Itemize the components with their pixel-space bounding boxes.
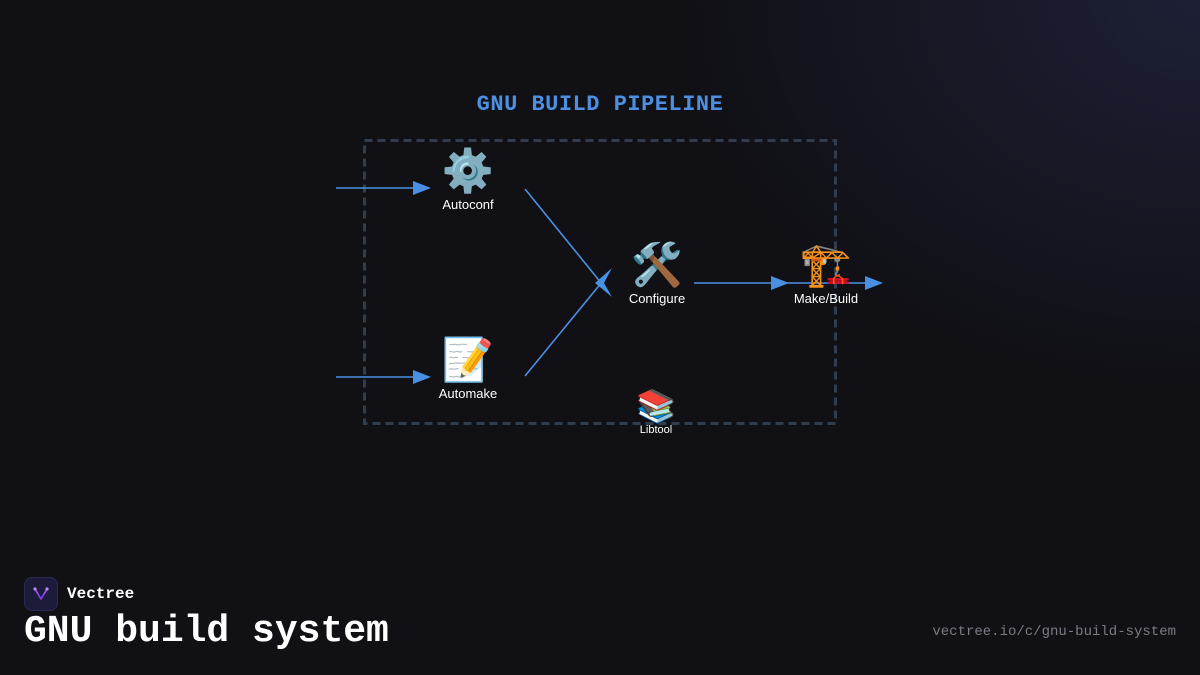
edge-configure-arrowhead — [595, 268, 612, 297]
node-libtool: 📚 Libtool — [616, 390, 696, 436]
node-autoconf: ⚙️ Autoconf — [418, 147, 518, 213]
edge-autoconf-configure — [524, 188, 603, 285]
node-label-make-build: Make/Build — [793, 291, 859, 306]
brand-name: Vectree — [67, 585, 135, 603]
node-label-autoconf: Autoconf — [442, 197, 494, 212]
node-make-build: 🏗️ Make/Build — [776, 241, 876, 307]
gear-icon: ⚙️ — [441, 147, 495, 194]
memo-icon: 📝 — [441, 336, 495, 383]
hammer-and-wrench-icon: 🛠️ — [630, 241, 684, 288]
edge-automake-configure — [524, 281, 603, 377]
crane-icon: 🏗️ — [799, 241, 853, 288]
diagram-title: GNU BUILD PIPELINE — [476, 92, 724, 117]
node-label-automake: Automake — [438, 386, 498, 401]
node-automake: 📝 Automake — [418, 336, 518, 402]
pipeline-boundary — [363, 139, 837, 425]
node-label-libtool: Libtool — [639, 424, 673, 436]
books-icon: 📚 — [636, 388, 676, 424]
brand: Vectree — [24, 577, 134, 611]
page-title: GNU build system — [24, 610, 389, 653]
page-url: vectree.io/c/gnu-build-system — [932, 624, 1176, 640]
node-label-configure: Configure — [628, 291, 686, 306]
node-configure: 🛠️ Configure — [607, 241, 707, 307]
vectree-logo-icon — [24, 577, 58, 611]
vectree-logo-mark — [33, 587, 49, 600]
